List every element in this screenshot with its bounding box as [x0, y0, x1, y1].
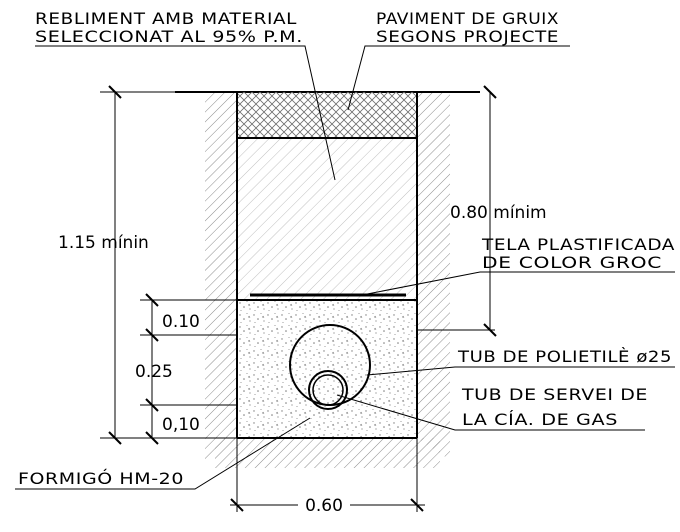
- warning-tape-label-line2: DE COLOR GROC: [482, 253, 662, 272]
- concrete-layer: [237, 300, 417, 438]
- service-pipe-label-line2: LA CÍA. DE GAS: [462, 410, 618, 429]
- pavement-label-line1: PAVIMENT DE GRUIX: [376, 9, 559, 28]
- concrete-label: FORMIGÓ HM-20: [18, 469, 184, 488]
- trench-outline: [236, 92, 418, 439]
- dim-lower-label: 0,10: [162, 415, 200, 435]
- leader-lines: [15, 45, 675, 490]
- service-pipe-label-line1: TUB DE SERVEI DE: [461, 385, 648, 404]
- pavement-layer: [237, 92, 417, 138]
- backfill-label-line1: REBLIMENT AMB MATERIAL: [35, 9, 297, 28]
- dim-middle-label: 0.25: [135, 362, 173, 382]
- dim-upper-label: 0.10: [162, 312, 200, 332]
- depth-pipe-top-label: 0.80 mínim: [450, 203, 547, 223]
- dimension-ticks: [108, 85, 497, 512]
- warning-tape-label-line1: TELA PLASTIFICADA: [481, 235, 675, 254]
- pe-pipe-label: TUB DE POLIETILÈ ø25: [457, 347, 672, 366]
- gas-service-pipe-inner: [312, 374, 344, 406]
- backfill-layer: [237, 138, 417, 300]
- backfill-label-line2: SELECCIONAT AL 95% P.M.: [35, 27, 303, 46]
- pavement-label-line2: SEGONS PROJECTE: [376, 27, 559, 46]
- width-label: 0.60: [305, 496, 343, 516]
- depth-total-label: 1.15 mínin: [58, 233, 149, 253]
- width-label-backing: [298, 494, 350, 516]
- gas-service-pipe-outer: [308, 370, 348, 410]
